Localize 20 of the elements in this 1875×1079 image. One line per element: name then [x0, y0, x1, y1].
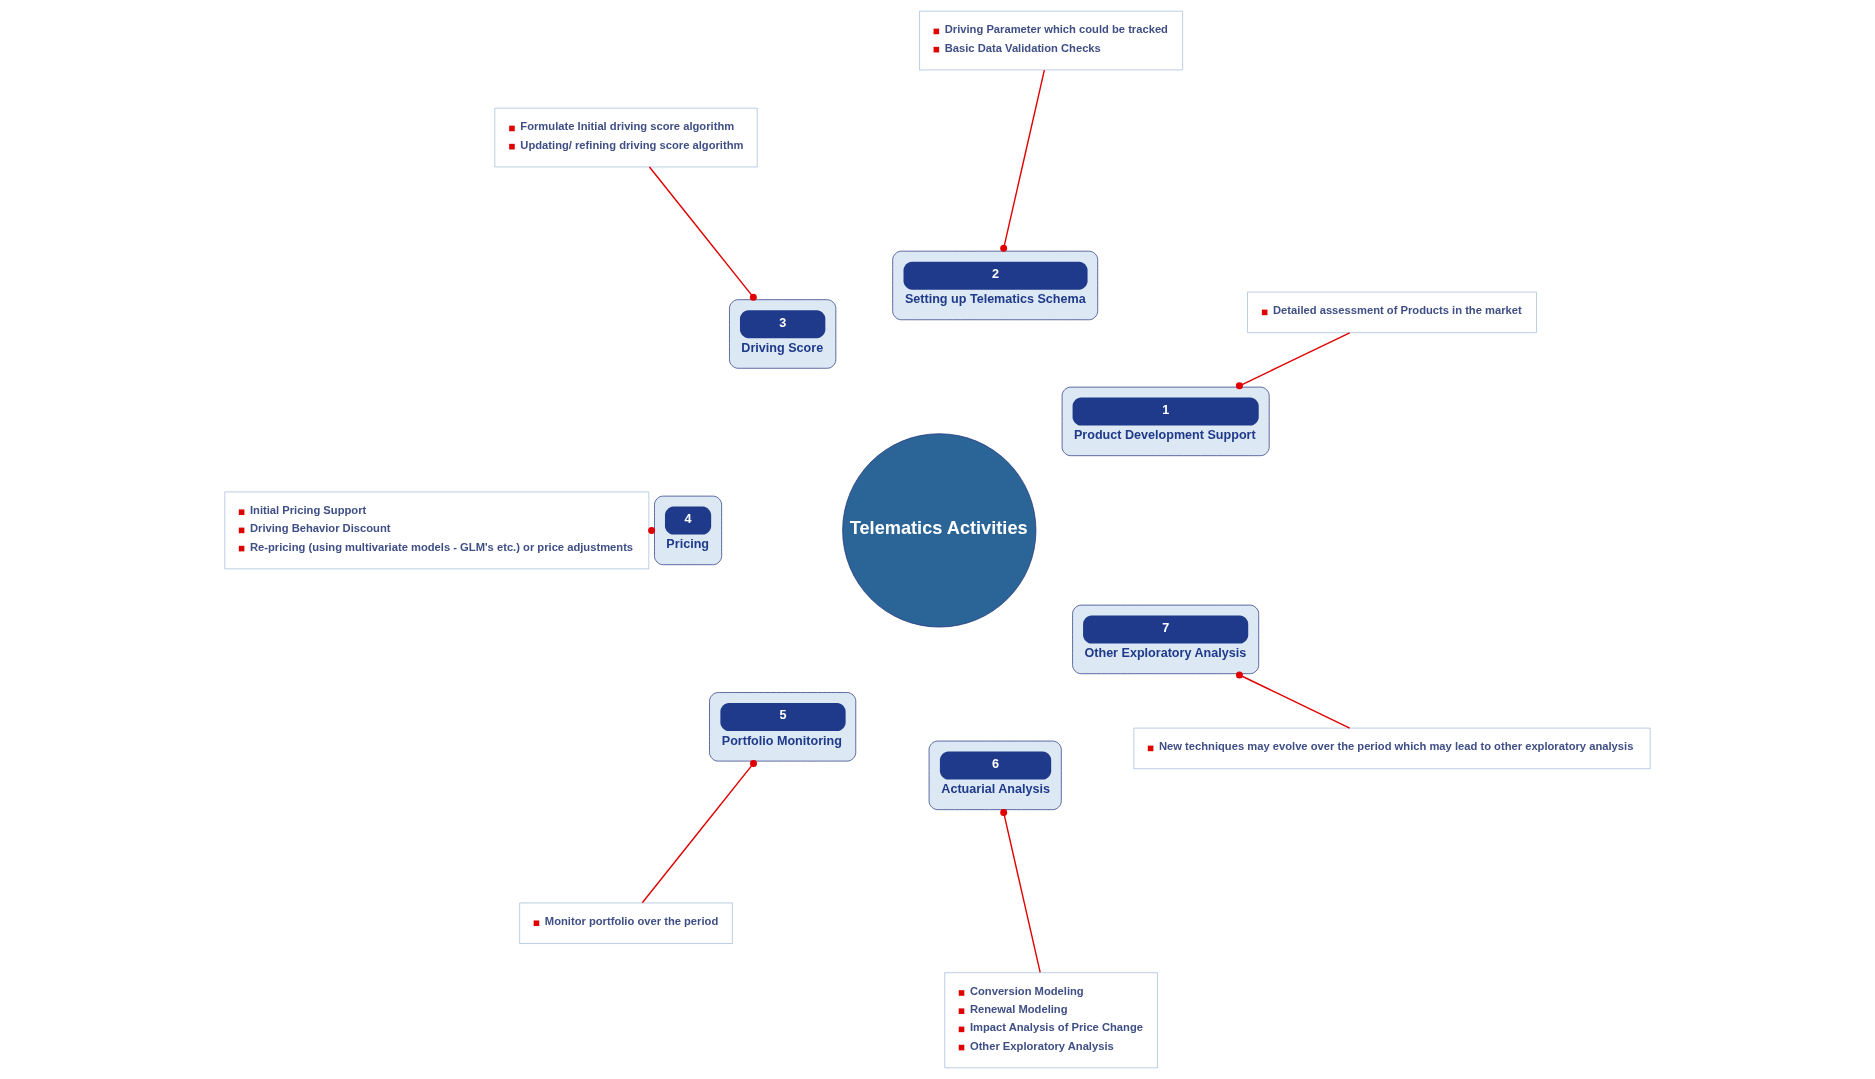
node-box: 2 Setting up Telematics Schema	[892, 250, 1099, 321]
node-circle: Telematics Activities	[842, 433, 1037, 628]
connector	[1000, 809, 1041, 974]
node-box: Driving Parameter which could be tracked Basic Data Validation Checks	[919, 10, 1183, 71]
connector	[641, 759, 757, 904]
node-box: 7 Other Exploratory Analysis	[1072, 604, 1260, 675]
connector	[1235, 332, 1351, 390]
node-box: New techniques may evolve over the period which may lead to other exploratory analysis	[1133, 727, 1651, 770]
node-box: Monitor portfolio over the period	[519, 902, 733, 944]
connector	[1235, 671, 1351, 729]
connector	[1000, 69, 1046, 252]
node-box: 1 Product Development Support	[1061, 386, 1270, 457]
node-box: 4 Pricing	[654, 495, 722, 566]
node-box: 6 Actuarial Analysis	[928, 740, 1062, 810]
node-box: Formulate Initial driving score algorithm Updating/ refining driving score algorithm	[494, 107, 758, 168]
connector	[648, 166, 757, 301]
node-box: Conversion Modeling Renewal Modeling Impact Analysis of Price Change Other Exploratory Analysis	[944, 972, 1158, 1069]
node-box: 5 Portfolio Monitoring	[709, 692, 857, 762]
node-box: Detailed assessment of Products in the market	[1247, 291, 1537, 334]
node-box: 3 Driving Score	[729, 299, 837, 369]
